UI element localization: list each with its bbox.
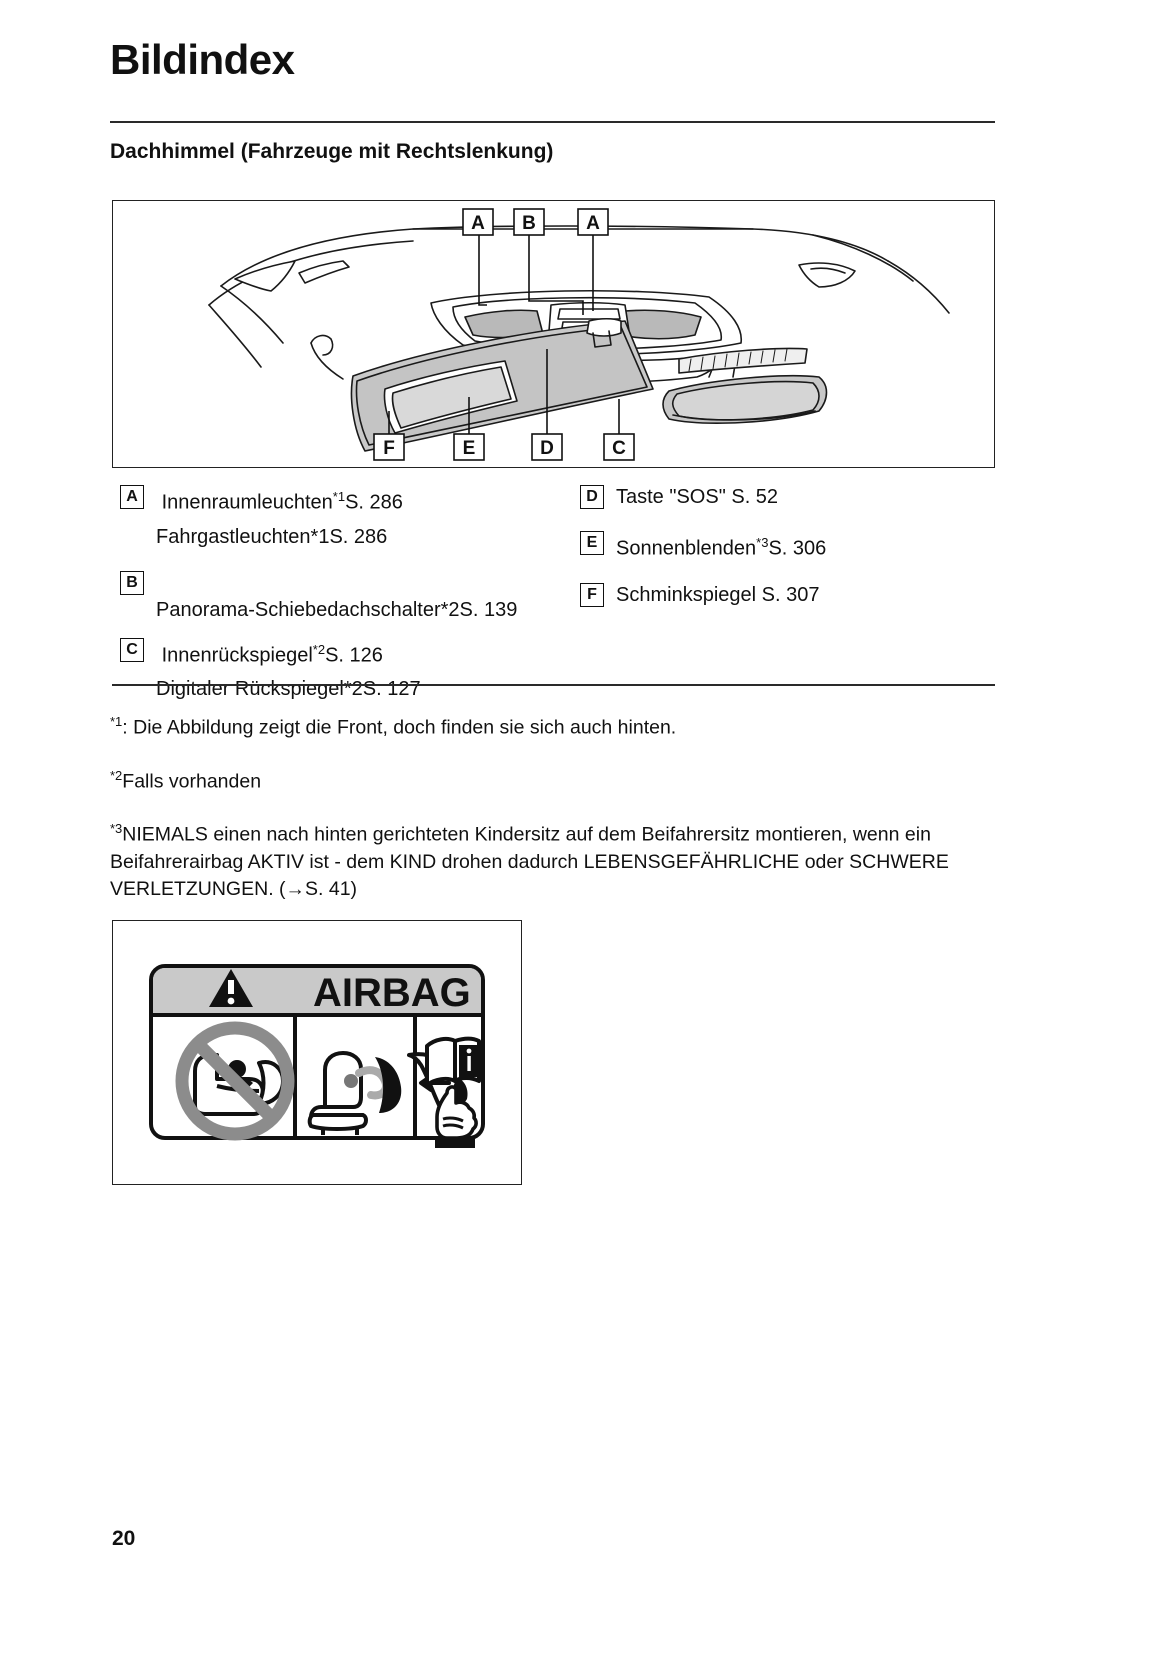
read-manual-icon — [425, 1036, 481, 1148]
legend-label-a-line2: Fahrgastleuchten*1S. 286 — [156, 525, 388, 548]
legend-label-c-line2: Digitaler Rückspiegel*2S. 127 — [156, 678, 421, 701]
callout-A-left: A — [462, 208, 494, 236]
legend-item-f: F Schminkspiegel S. 307 — [580, 580, 1000, 610]
svg-text:A: A — [471, 213, 485, 234]
svg-text:F: F — [383, 438, 395, 459]
callout-E: E — [453, 433, 485, 461]
footnote-2: *2Falls vorhanden — [110, 767, 262, 793]
dachhimmel-figure: A B A F E — [112, 200, 995, 468]
legend-label-e: Sonnenblenden*3S. 306 — [616, 535, 827, 560]
legend-tag-d: D — [580, 485, 604, 509]
legend-label-b: Panorama-Schiebedachschalter*2S. 139 — [156, 598, 518, 621]
svg-text:B: B — [522, 213, 536, 234]
legend-tag-a: A — [120, 485, 144, 509]
legend-tag-b: B — [120, 570, 144, 595]
legend: A Innenraumleuchten*1S. 286 Fahrgastleuc… — [112, 482, 995, 700]
legend-item-e: E Sonnenblenden*3S. 306 — [580, 528, 1000, 564]
svg-text:E: E — [463, 438, 476, 459]
legend-tag-e: E — [580, 531, 604, 555]
svg-text:C: C — [612, 438, 626, 459]
airbag-warning-label-figure: AIRBAG — [112, 920, 522, 1185]
legend-item-d: D Taste "SOS" S. 52 — [580, 482, 1000, 512]
legend-tag-c: C — [120, 637, 144, 662]
svg-text:D: D — [540, 438, 554, 459]
footnote-3: *3NIEMALS einen nach hinten gerichteten … — [110, 821, 949, 900]
title-divider — [110, 121, 995, 123]
callout-B: B — [513, 208, 545, 236]
legend-column-left: A Innenraumleuchten*1S. 286 Fahrgastleuc… — [120, 482, 570, 704]
legend-column-right: D Taste "SOS" S. 52 E Sonnenblenden*3S. … — [580, 482, 1000, 614]
footnote-1: *1: Die Abbildung zeigt die Front, doch … — [110, 714, 677, 739]
legend-label-a: Innenraumleuchten*1S. 286 — [161, 489, 403, 514]
airbag-heading: AIRBAG — [313, 971, 471, 1015]
legend-divider — [112, 684, 995, 686]
callout-C: C — [603, 433, 635, 461]
page-number: 20 — [112, 1527, 136, 1550]
legend-tag-f: F — [580, 582, 604, 607]
no-rear-facing-child-seat-icon — [175, 1021, 295, 1141]
callout-A-right: A — [577, 208, 609, 236]
legend-item-b: B — [120, 568, 570, 595]
legend-item-a: A Innenraumleuchten*1S. 286 — [120, 482, 570, 518]
callout-F: F — [373, 433, 405, 461]
callout-D: D — [531, 433, 563, 461]
legend-label-c: Innenrückspiegel*2S. 126 — [161, 641, 383, 667]
section-title: Dachhimmel (Fahrzeuge mit Rechtslenkung) — [110, 140, 554, 163]
footnotes: *1: Die Abbildung zeigt die Front, doch … — [110, 708, 1000, 903]
legend-label-d: Taste "SOS" S. 52 — [616, 486, 779, 508]
legend-label-f: Schminkspiegel S. 307 — [616, 583, 820, 606]
svg-text:A: A — [586, 213, 600, 234]
legend-item-c: C Innenrückspiegel*2S. 126 — [120, 635, 570, 671]
page-title: Bildindex — [110, 36, 295, 83]
warning-triangle-icon — [209, 969, 253, 1007]
